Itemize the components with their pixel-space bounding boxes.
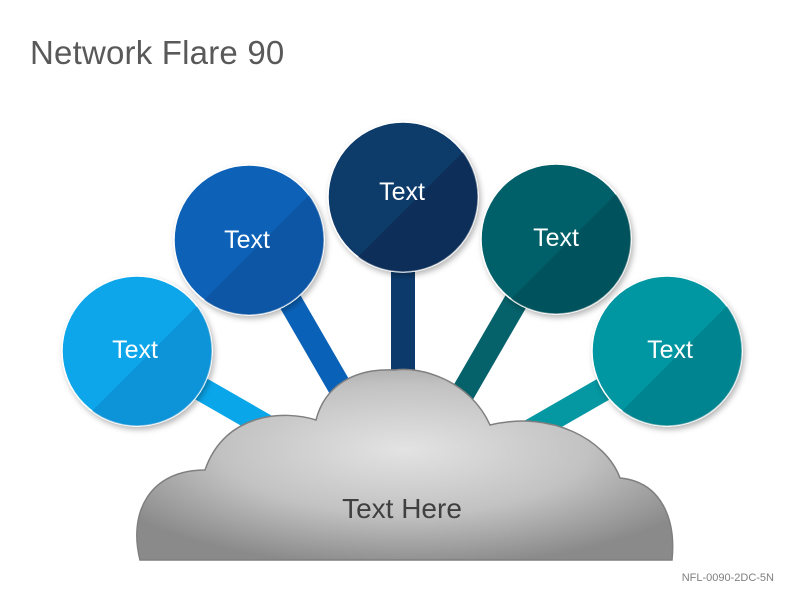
cloud-hub: Text Here (136, 368, 674, 561)
node-3-label: Text (379, 178, 425, 206)
connector-2 (276, 289, 357, 405)
cloud-shape (136, 368, 674, 561)
slide-title: Network Flare 90 (30, 34, 285, 71)
node-4-label: Text (533, 224, 579, 252)
node-1-label: Text (112, 336, 158, 364)
slide-code: NFL-0090-2DC-5N (681, 572, 774, 584)
node-2-label: Text (224, 226, 270, 254)
hub-label: Text Here (342, 493, 462, 524)
node-5-label: Text (647, 336, 693, 364)
connector-4 (449, 289, 530, 405)
node-5: Text (591, 275, 743, 427)
